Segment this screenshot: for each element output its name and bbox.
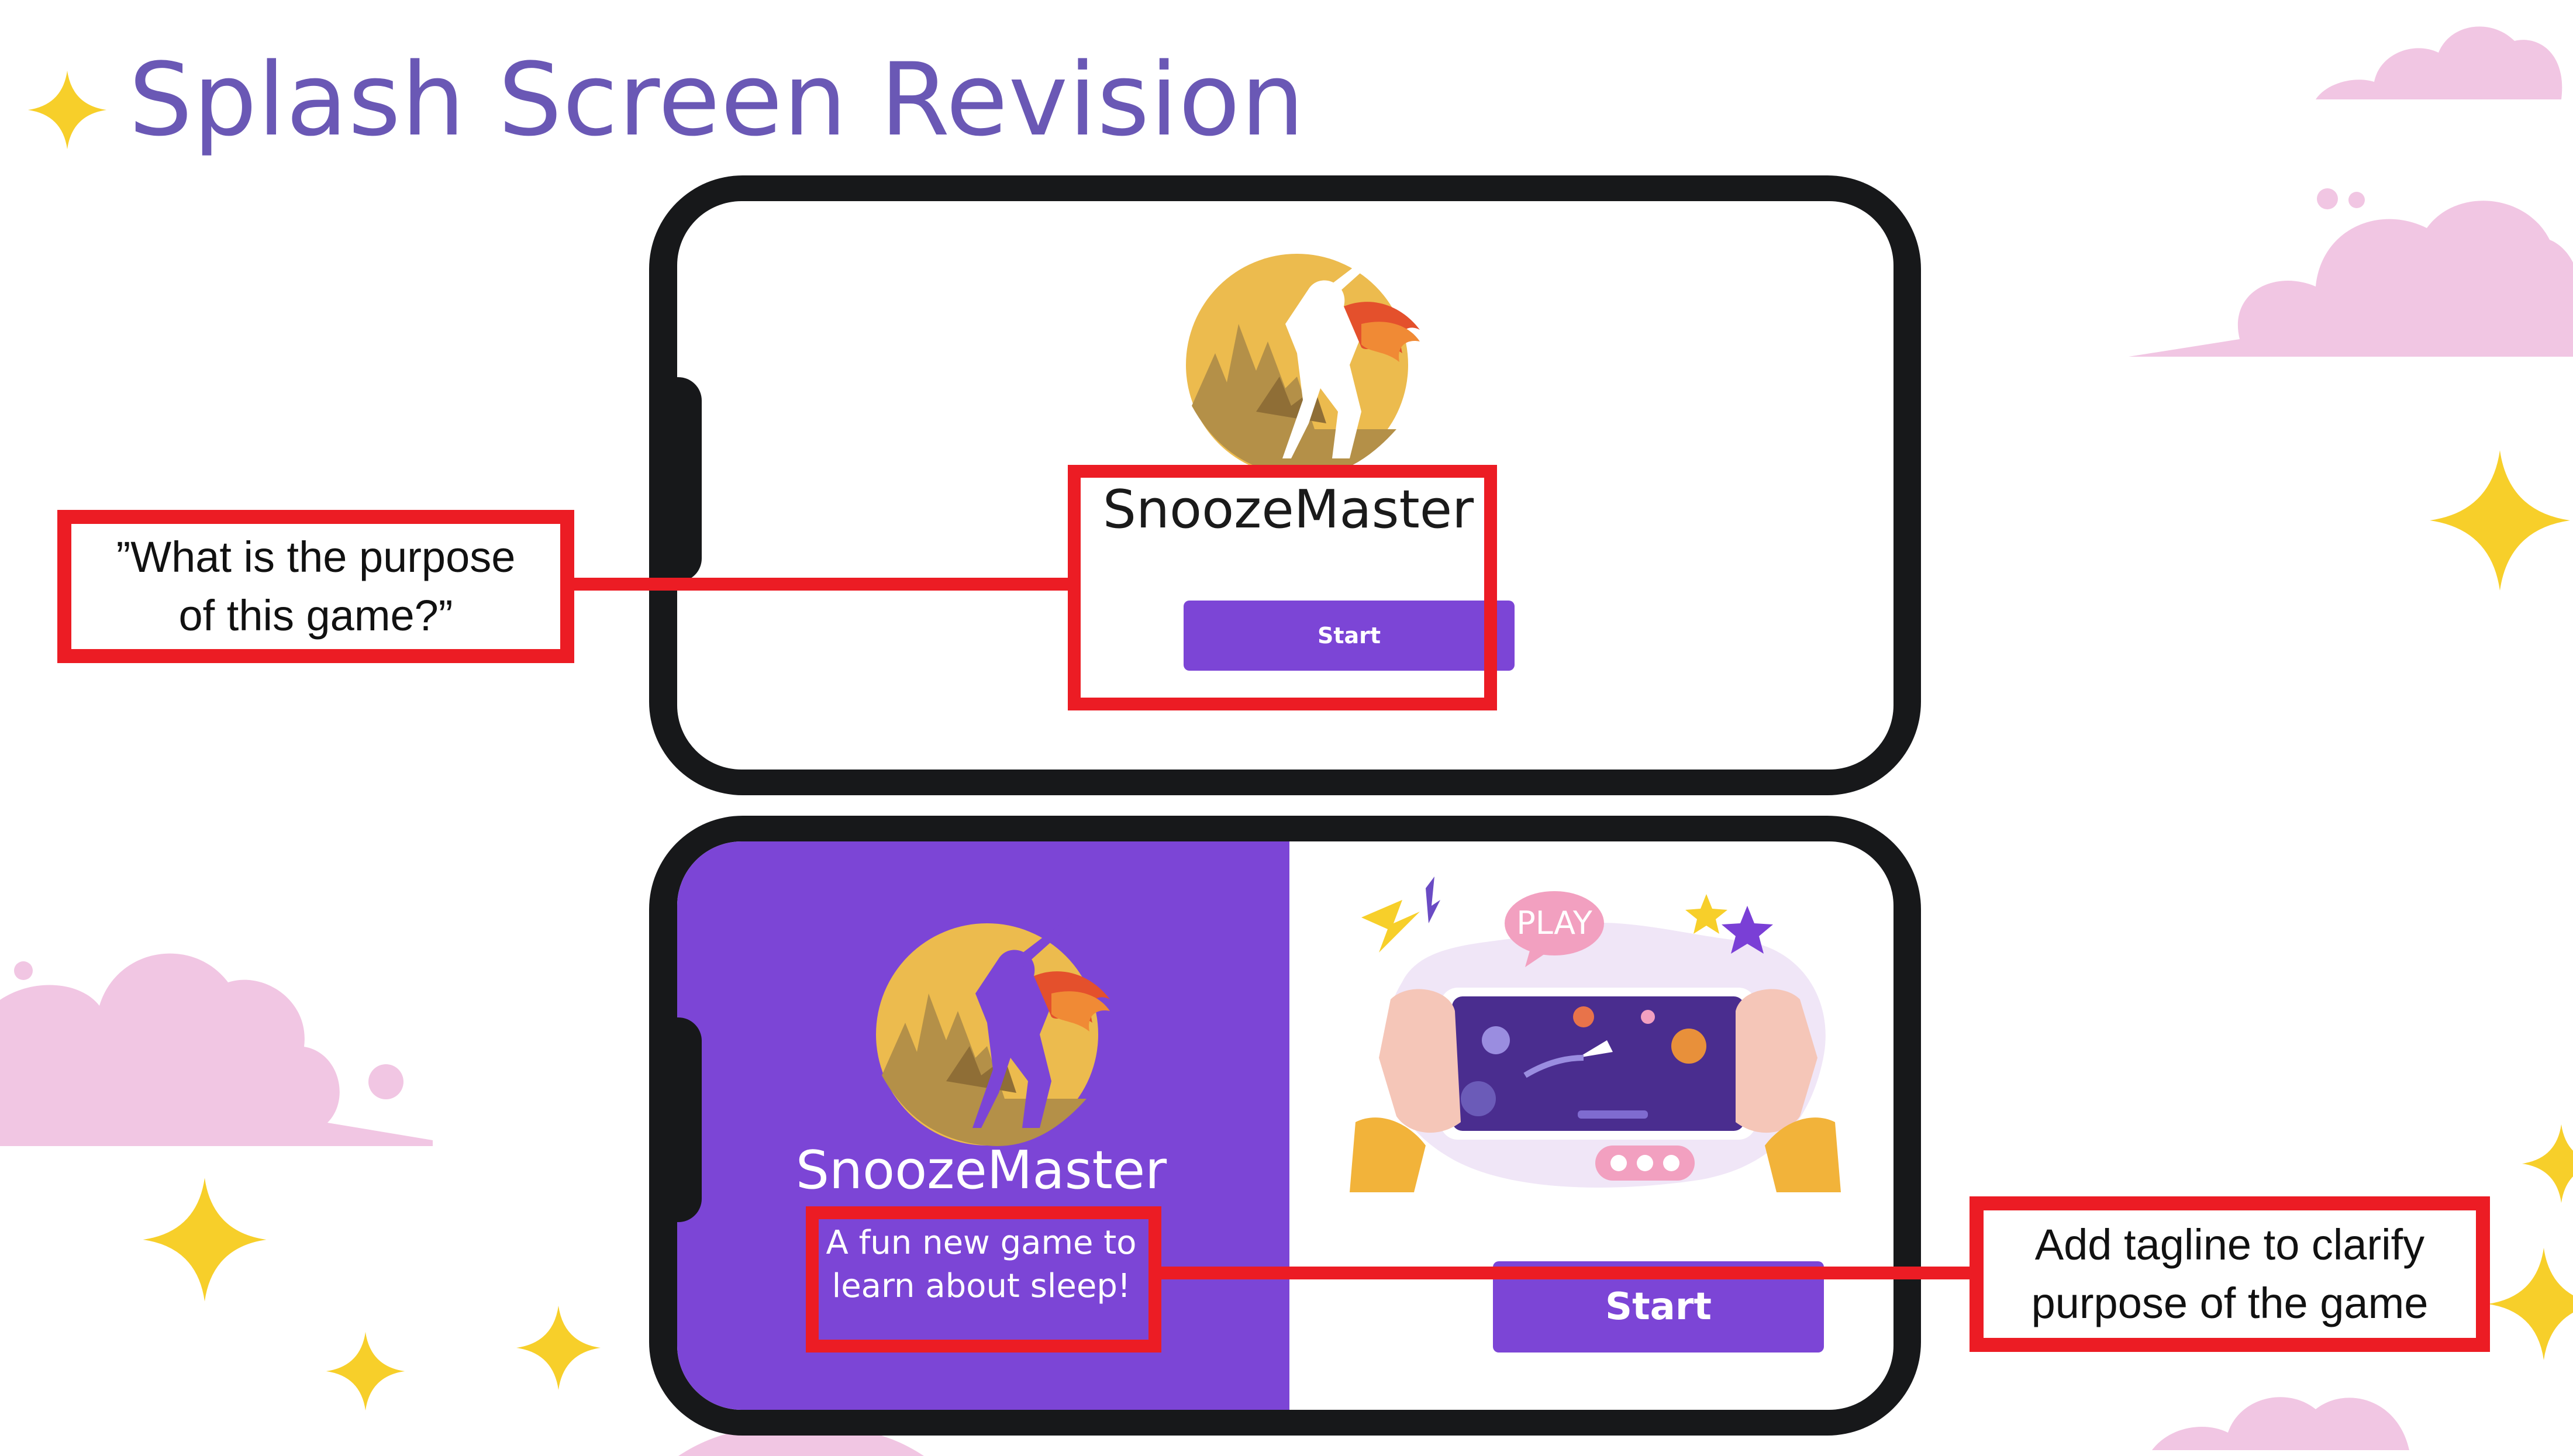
phone-notch (667, 1017, 702, 1222)
slide-title: Splash Screen Revision (129, 41, 1305, 158)
phone-after-screen: SnoozeMaster A fun new game to learn abo… (677, 841, 1893, 1410)
phone-after: SnoozeMaster A fun new game to learn abo… (649, 816, 1921, 1436)
tagline: A fun new game to learn about sleep! (823, 1222, 1139, 1308)
app-name-label: SnoozeMaster (795, 1140, 1167, 1201)
knight-logo-icon (1186, 248, 1420, 477)
tagline-line1: A fun new game to (826, 1224, 1137, 1262)
play-bubble-text: PLAY (1516, 905, 1593, 941)
callout-purpose-line1: ”What is the purpose (116, 533, 516, 581)
sparkle-icon (27, 70, 107, 150)
app-name-label: SnoozeMaster (1102, 479, 1474, 540)
highlight-box-tagline (806, 1206, 1161, 1353)
sparkle-icon (143, 1178, 267, 1302)
start-button[interactable]: Start (1184, 601, 1515, 671)
callout-purpose-line2: of this game?” (178, 591, 453, 640)
callout-connector-left (573, 578, 1068, 591)
gamer-hands-illustration: PLAY (1350, 877, 1841, 1192)
tagline-line2: learn about sleep! (832, 1267, 1131, 1305)
cloud-icon (2316, 26, 2562, 99)
callout-connector-right (1161, 1267, 1973, 1279)
cloud-icon (2129, 188, 2573, 357)
callout-tagline-line2: purpose of the game (2031, 1279, 2429, 1327)
knight-logo-icon (876, 917, 1110, 1146)
sparkle-icon (2522, 1124, 2573, 1203)
phone-before: SnoozeMaster Start (649, 175, 1921, 795)
callout-tagline-line1: Add tagline to clarify (2034, 1220, 2425, 1269)
sparkle-icon (326, 1331, 405, 1411)
phone-notch (667, 377, 702, 582)
callout-purpose: ”What is the purpose of this game?” (57, 510, 574, 663)
callout-tagline: Add tagline to clarify purpose of the ga… (1970, 1196, 2490, 1352)
phone-before-screen: SnoozeMaster Start (677, 201, 1893, 770)
cloud-icon (0, 953, 433, 1146)
sparkle-icon (516, 1306, 601, 1390)
sparkle-icon (2488, 1248, 2573, 1360)
highlight-box-before (1068, 465, 1497, 710)
cloud-icon (2152, 1397, 2409, 1450)
sparkle-icon (2430, 450, 2570, 591)
